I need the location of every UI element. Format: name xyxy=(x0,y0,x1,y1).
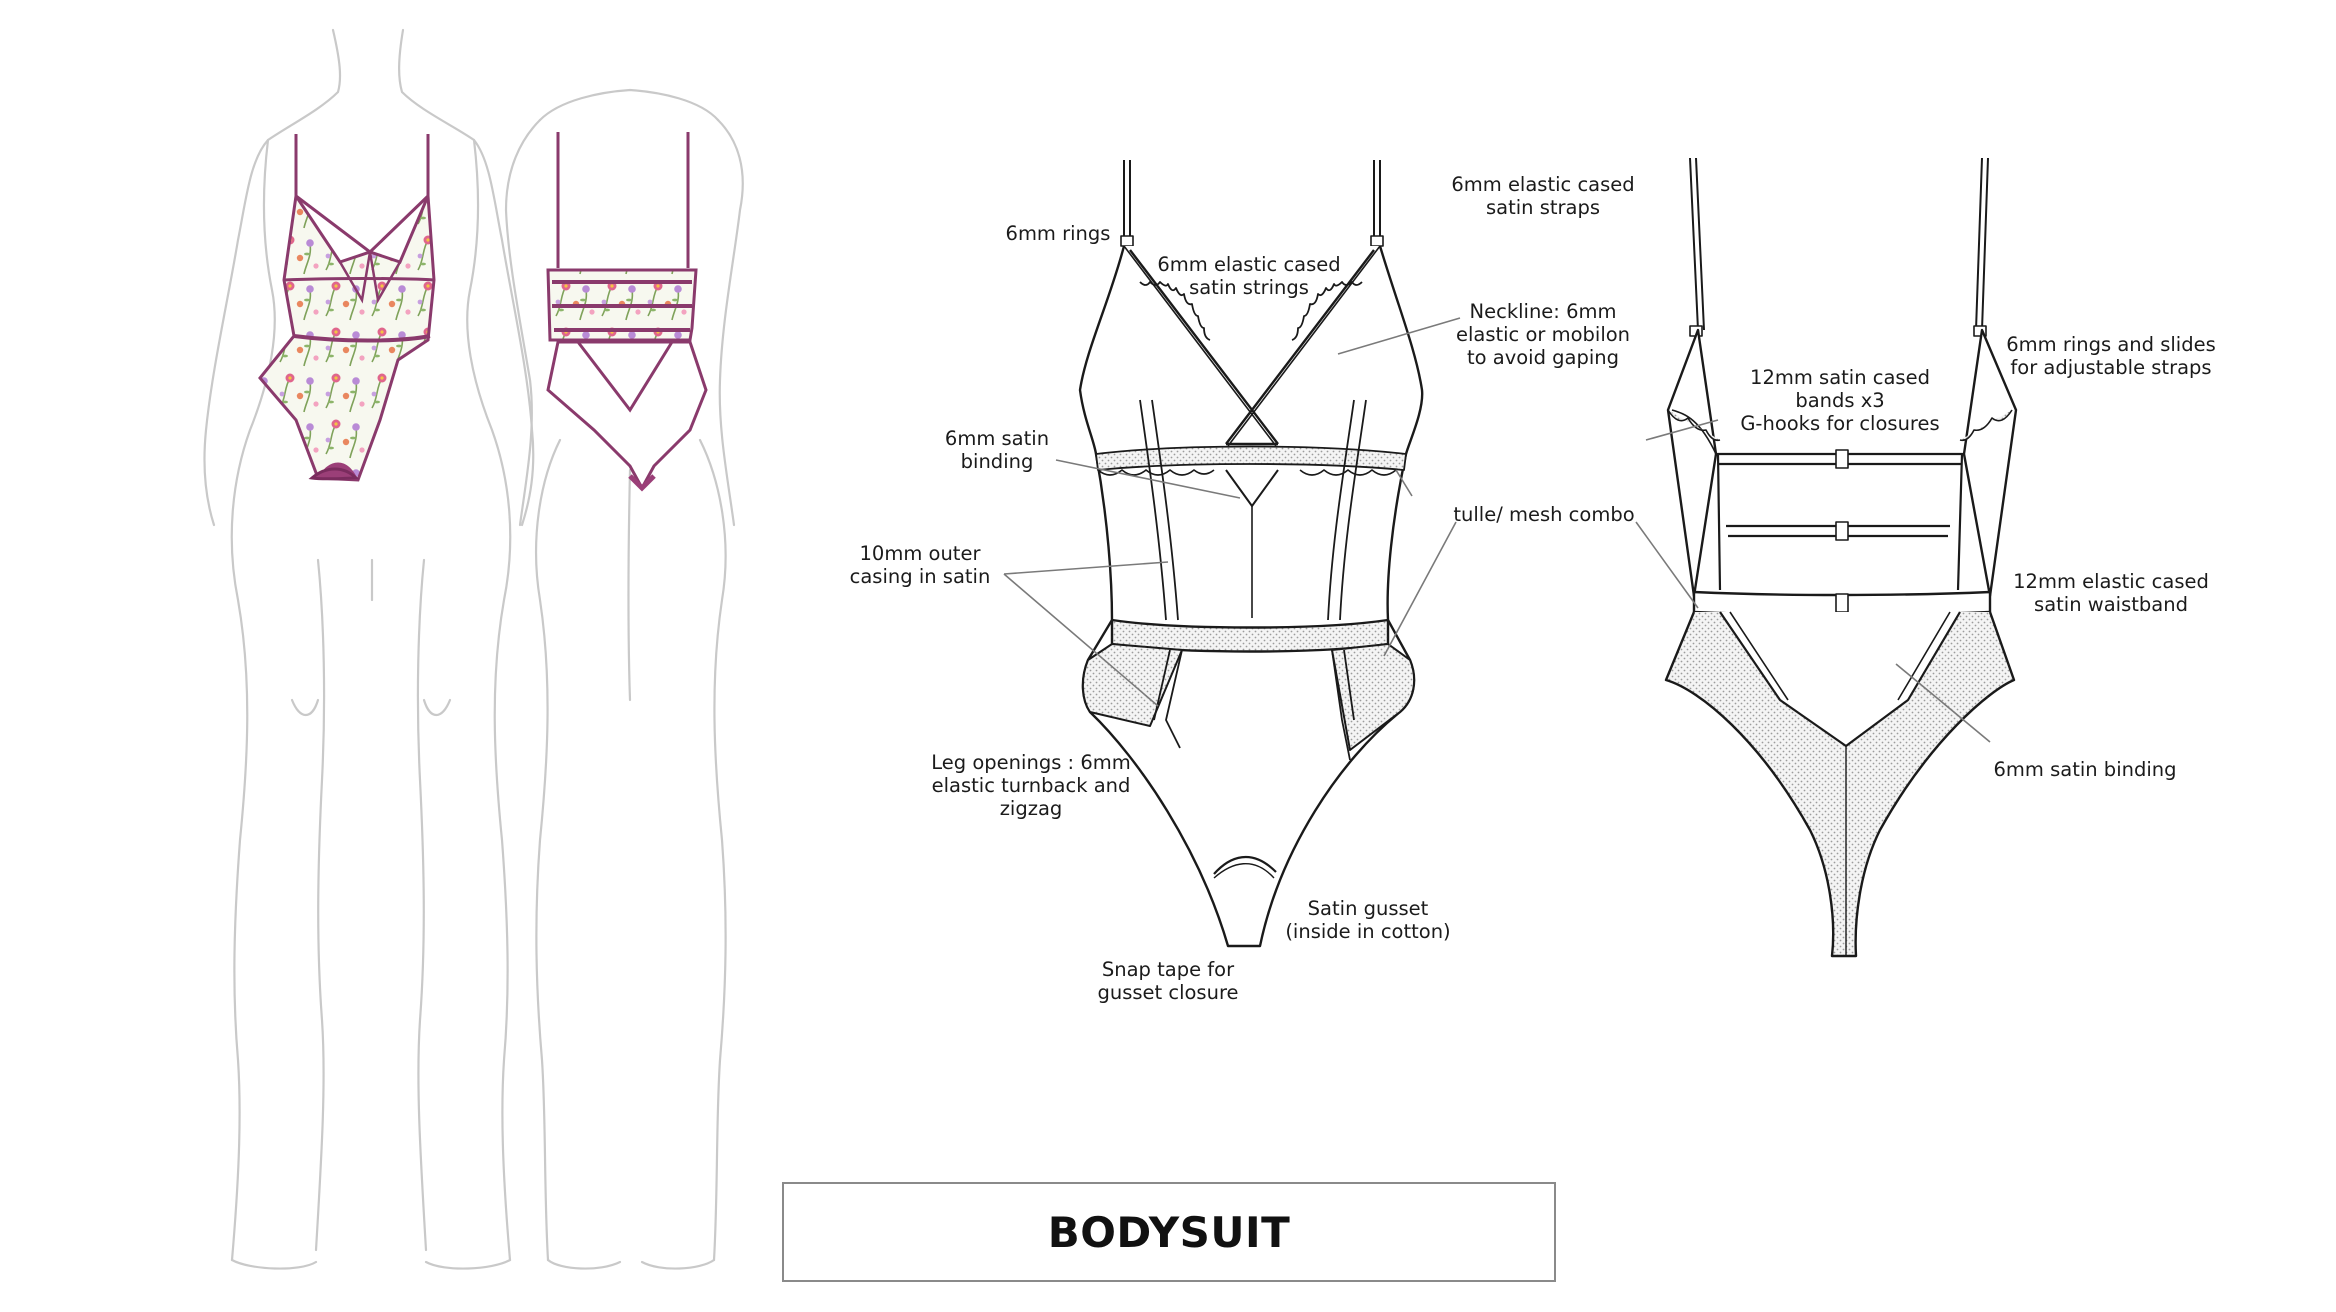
title-box: BODYSUIT xyxy=(782,1182,1556,1282)
back-flat-sketch xyxy=(1664,157,2018,958)
croquis-front-figure xyxy=(203,28,535,1270)
label-rings-slides: 6mm rings and slides for adjustable stra… xyxy=(2006,333,2216,379)
label-satin-gusset: Satin gusset (inside in cotton) xyxy=(1285,897,1451,943)
label-leg-openings: Leg openings : 6mm elastic turnback and … xyxy=(931,751,1131,820)
label-outer-casing: 10mm outer casing in satin xyxy=(849,542,991,588)
callout-leaders xyxy=(1003,317,1991,743)
page-title: BODYSUIT xyxy=(1047,1207,1291,1257)
label-satin-binding-back: 6mm satin binding xyxy=(1993,758,2177,781)
label-snap-tape: Snap tape for gusset closure xyxy=(1097,958,1239,1004)
colored-front-bodysuit xyxy=(258,134,436,482)
croquis-back-figure xyxy=(504,88,744,1270)
colored-back-bodysuit xyxy=(546,132,708,492)
label-elastic-cased-strings: 6mm elastic cased satin strings xyxy=(1157,253,1341,299)
label-elastic-waistband: 12mm elastic cased satin waistband xyxy=(2013,570,2209,616)
label-6mm-rings: 6mm rings xyxy=(1005,222,1111,245)
label-elastic-cased-straps: 6mm elastic cased satin straps xyxy=(1451,173,1635,219)
label-neckline: Neckline: 6mm elastic or mobilon to avoi… xyxy=(1455,300,1631,369)
label-satin-cased-bands: 12mm satin cased bands x3 G-hooks for cl… xyxy=(1740,366,1940,435)
label-satin-binding-front: 6mm satin binding xyxy=(944,427,1050,473)
label-tulle-mesh-combo: tulle/ mesh combo xyxy=(1453,503,1635,526)
